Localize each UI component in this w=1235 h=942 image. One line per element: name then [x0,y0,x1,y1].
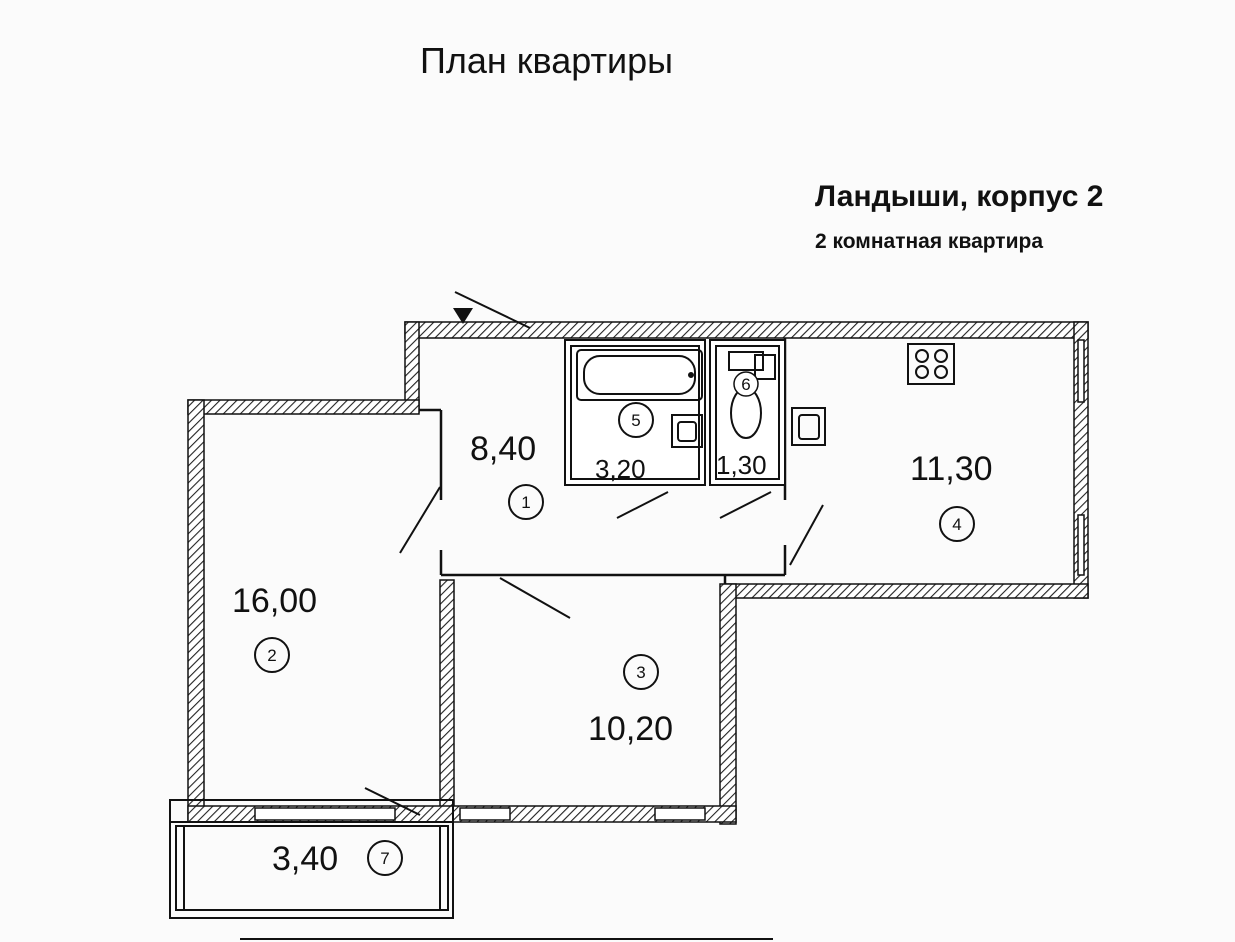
room-3-area: 10,20 [588,710,673,748]
room-2-marker [254,637,290,673]
room-7-number: 7 [380,849,389,868]
apartment-type: 2 комнатная квартира [815,230,1044,253]
bathtub-icon [576,349,703,401]
stove-icon [907,343,955,385]
room-6-number: 6 [741,375,750,394]
room-1-marker [508,484,544,520]
room-2-number: 2 [267,646,276,665]
room-5-marker [618,402,654,438]
room-4-marker [939,506,975,542]
toilet-sink-icon [754,354,776,380]
project-title: Ландыши, корпус 2 [815,180,1104,213]
balcony [169,799,454,919]
room-7-area: 3,40 [272,840,338,878]
room-2-area: 16,00 [232,582,317,620]
kitchen-sink-icon [791,407,826,446]
room-6-area: 1,30 [716,450,767,480]
room-5-number: 5 [631,411,640,430]
sink-icon [671,414,703,448]
room-6-marker [733,371,759,397]
room-3-marker [623,654,659,690]
windows [254,339,1085,821]
entrance-arrow-icon [453,308,473,324]
room-5-area: 3,20 [595,454,646,484]
room-7-marker [367,840,403,876]
page-title: План квартиры [420,40,674,81]
room-1-area: 8,40 [470,430,536,468]
doors [364,291,824,816]
room-4-number: 4 [952,515,961,534]
room-3-number: 3 [636,663,645,682]
room-4-area: 11,30 [910,450,993,488]
room-1-number: 1 [521,493,530,512]
